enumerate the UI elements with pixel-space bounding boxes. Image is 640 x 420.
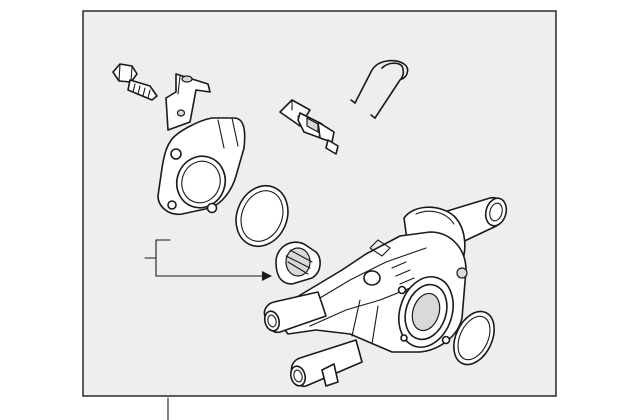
thermostat-housing-icon xyxy=(263,196,508,388)
callout-bracket xyxy=(144,239,272,281)
temperature-sensor-icon xyxy=(279,99,339,155)
water-outlet-icon xyxy=(157,117,246,216)
bolt-icon xyxy=(112,63,158,101)
housing-seal-icon xyxy=(453,310,495,366)
o-ring-seal-icon xyxy=(235,184,289,248)
bracket-icon xyxy=(165,73,211,131)
retaining-clip-icon xyxy=(350,59,409,119)
thermostat-icon xyxy=(275,241,321,285)
